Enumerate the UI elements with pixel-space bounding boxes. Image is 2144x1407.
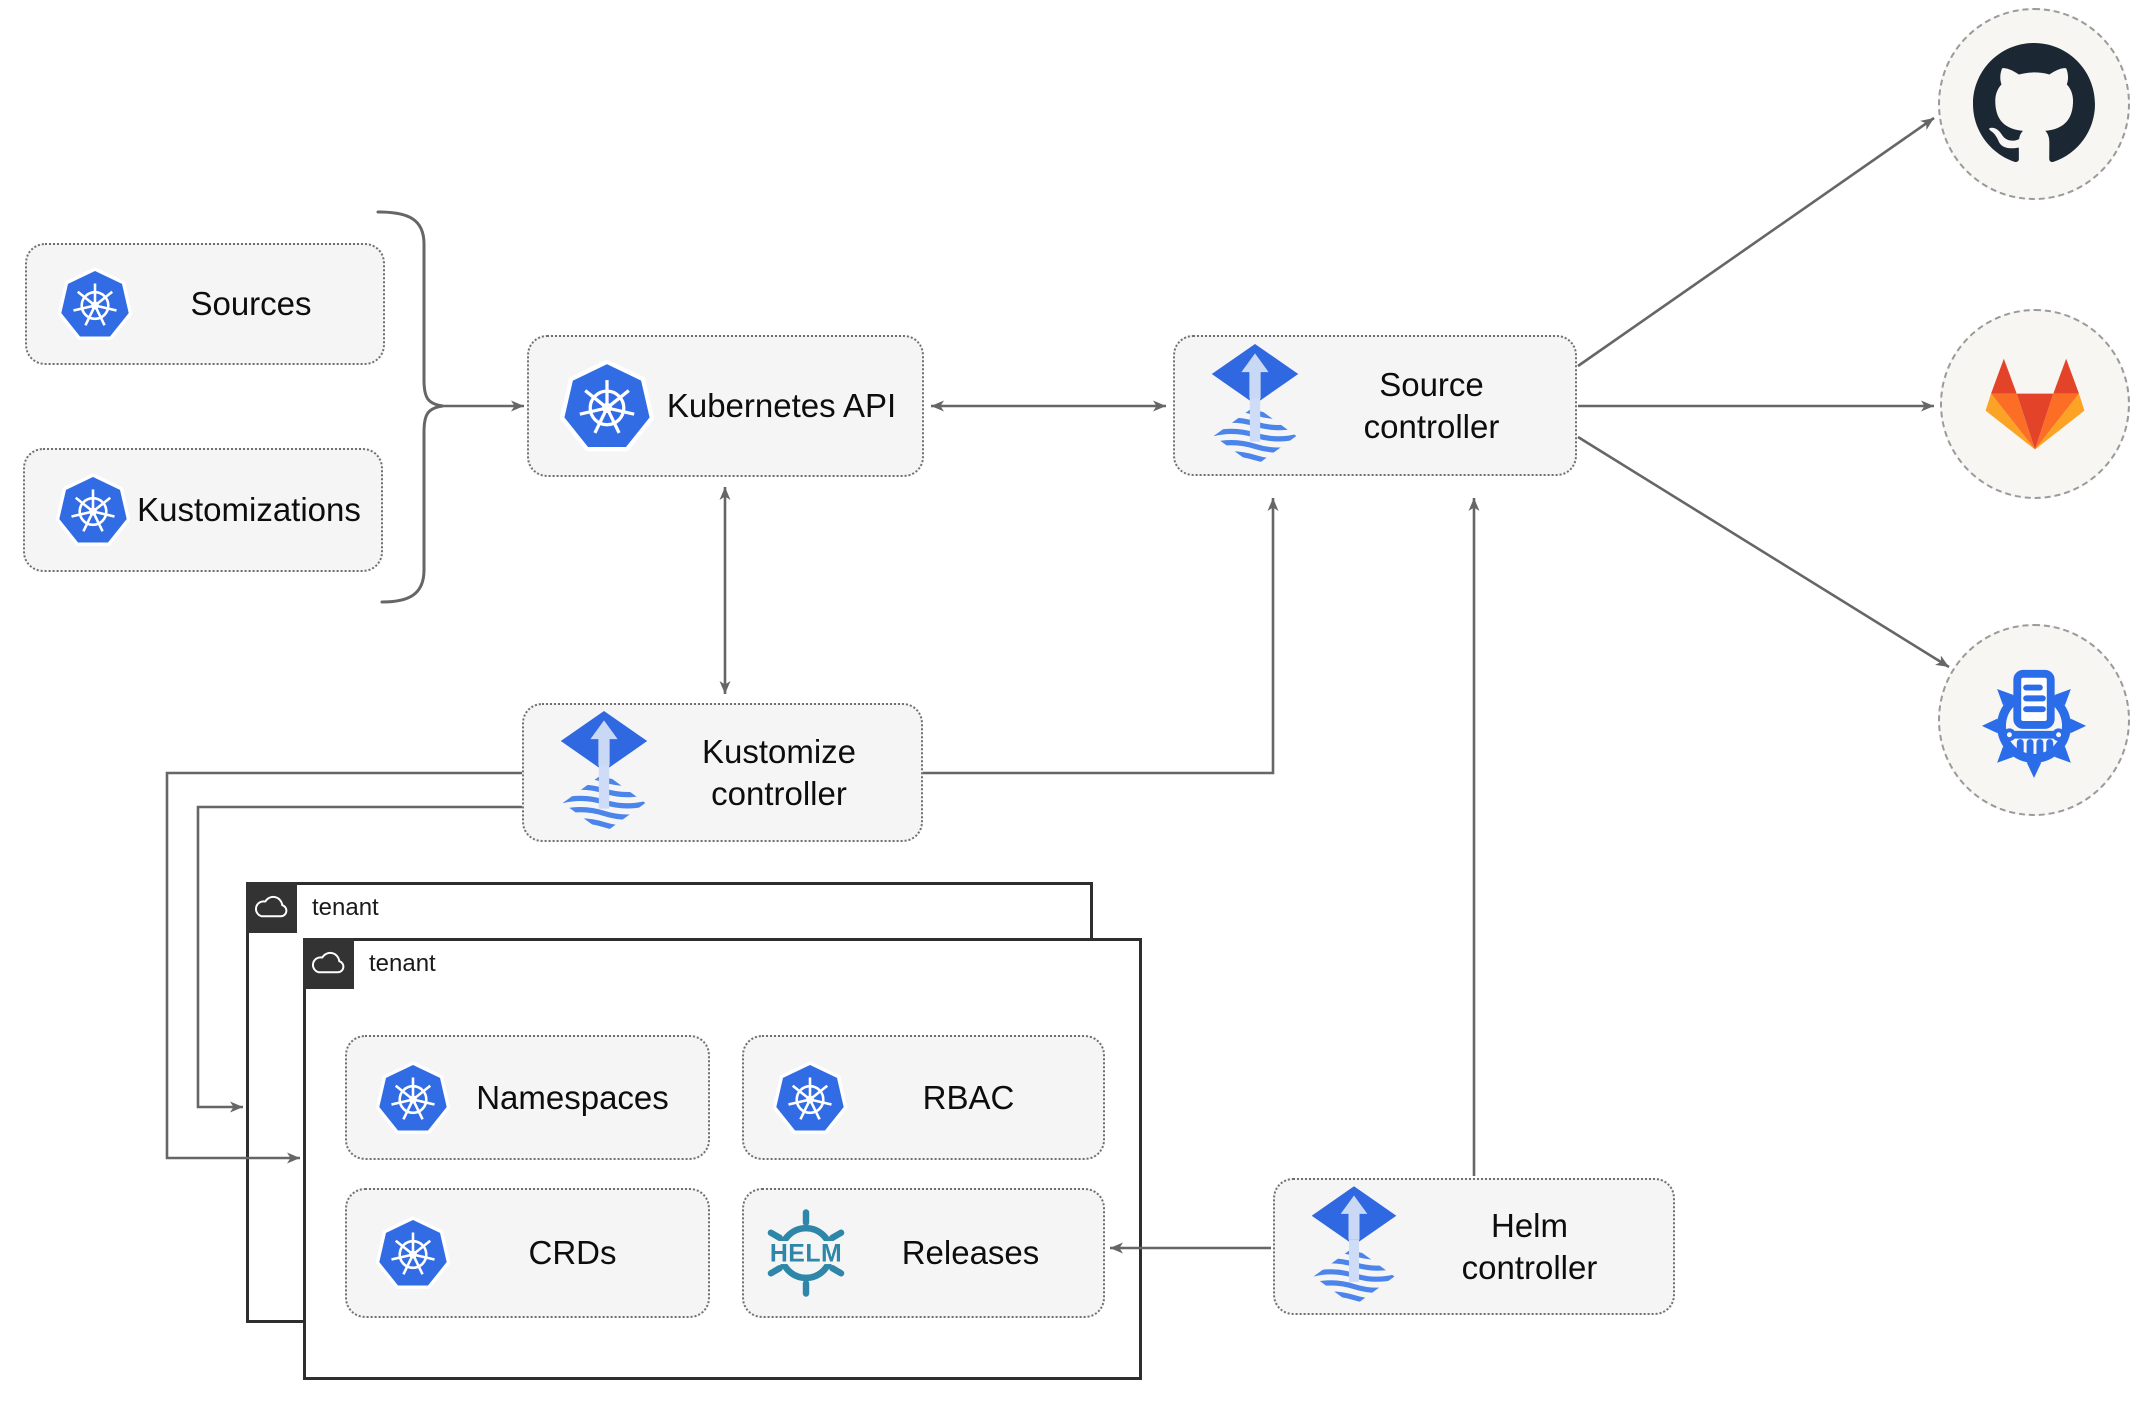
external-target-registry: [1938, 624, 2130, 816]
kubernetes-icon: [375, 1060, 451, 1136]
helm-wordmark: HELM: [770, 1241, 842, 1268]
kubernetes-icon: [57, 266, 133, 342]
node-label: Namespaces: [476, 1078, 669, 1116]
tenant-label: tenant: [369, 950, 436, 977]
flux-icon: [1208, 344, 1302, 468]
kubernetes-icon: [772, 1060, 848, 1136]
node-kubernetes-api: Kubernetes API: [527, 335, 924, 477]
node-sources: Sources: [25, 243, 385, 365]
external-target-github: [1938, 8, 2130, 200]
node-namespaces: Namespaces: [345, 1035, 710, 1160]
node-label: Source controller: [1363, 365, 1500, 445]
node-label: Kustomize controller: [701, 732, 857, 812]
node-label: CRDs: [528, 1234, 617, 1271]
gitlab-icon: [1985, 358, 2085, 450]
flux-icon: [557, 711, 651, 835]
edge-kustomize-to-source: [923, 498, 1279, 775]
kubernetes-icon: [375, 1215, 451, 1291]
container-registry-icon: [1975, 661, 2093, 779]
cloud-icon: [310, 951, 347, 977]
kubernetes-icon: [559, 358, 655, 454]
cloud-icon: [253, 895, 290, 921]
node-label: RBAC: [922, 1078, 1015, 1116]
tenant-header: [246, 882, 297, 933]
kubernetes-icon: [55, 472, 131, 548]
node-label: Sources: [190, 285, 312, 322]
flux-icon: [1308, 1186, 1400, 1308]
node-rbac: RBAC: [742, 1035, 1105, 1160]
node-helm-controller: Helm controller: [1273, 1178, 1675, 1315]
node-label: Helm controller: [1461, 1206, 1598, 1286]
node-label: Kubernetes API: [666, 387, 897, 424]
helm-icon: HELM: [760, 1207, 852, 1299]
tenant-header: [303, 938, 354, 989]
node-source-controller: Source controller: [1173, 335, 1577, 476]
github-icon: [1973, 43, 2095, 165]
edge-source-to-registry: [1577, 435, 1950, 669]
tenant-label: tenant: [312, 894, 379, 921]
node-label: Kustomizations: [137, 491, 361, 528]
brace-sources-group: [376, 210, 444, 604]
edge-source-to-github: [1577, 116, 1935, 368]
external-target-gitlab: [1940, 309, 2130, 499]
node-label: Releases: [901, 1234, 1040, 1271]
node-kustomize-controller: Kustomize controller: [522, 703, 923, 842]
node-crds: CRDs: [345, 1188, 710, 1318]
node-releases: HELM Releases: [742, 1188, 1105, 1318]
node-kustomizations: Kustomizations: [23, 448, 383, 572]
